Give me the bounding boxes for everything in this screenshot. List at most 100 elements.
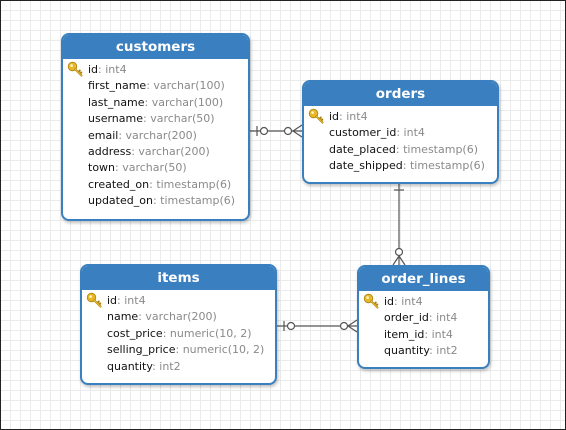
- column-separator: :: [152, 194, 161, 208]
- column-type: varchar(200): [145, 310, 217, 324]
- column-row[interactable]: cost_price: numeric(10, 2): [82, 326, 275, 342]
- column-row[interactable]: order_id: int4: [359, 310, 488, 326]
- column-type: int2: [436, 344, 458, 358]
- column-name: date_placed: [329, 142, 396, 156]
- column-type: varchar(100): [153, 79, 225, 93]
- column-type: int4: [124, 294, 146, 307]
- column-row[interactable]: address: varchar(200): [63, 144, 248, 160]
- column-name: username: [88, 112, 143, 126]
- column-type: timestamp(6): [409, 159, 485, 173]
- column-type: varchar(200): [138, 144, 210, 158]
- column-row[interactable]: updated_on: timestamp(6): [63, 193, 248, 209]
- column-separator: :: [429, 344, 437, 358]
- column-row[interactable]: selling_price: numeric(10, 2): [82, 342, 275, 358]
- column-row[interactable]: date_shipped: timestamp(6): [304, 158, 497, 174]
- column-separator: :: [162, 326, 170, 340]
- column-type: varchar(50): [122, 161, 187, 175]
- column-separator: :: [339, 110, 347, 123]
- zero-circle-mark: [394, 247, 404, 257]
- column-type: int4: [105, 63, 127, 76]
- column-type: timestamp(6): [403, 142, 479, 156]
- column-type: varchar(50): [150, 112, 215, 126]
- primary-key-icon: [308, 108, 324, 124]
- column-name: customer_id: [329, 126, 397, 140]
- column-separator: :: [395, 142, 404, 156]
- column-type: numeric(10, 2): [182, 343, 265, 357]
- column-name: first_name: [88, 79, 147, 93]
- column-type: int2: [159, 359, 181, 373]
- column-row[interactable]: id: int4: [82, 292, 275, 309]
- primary-key-icon: [67, 61, 83, 77]
- column-separator: :: [402, 159, 410, 173]
- zero-circle-mark: [286, 321, 296, 331]
- column-separator: :: [144, 95, 152, 109]
- column-type: numeric(10, 2): [169, 326, 252, 340]
- table-title: items: [82, 266, 275, 290]
- column-name: updated_on: [88, 194, 153, 208]
- column-row[interactable]: first_name: varchar(100): [63, 78, 248, 94]
- column-separator: :: [175, 343, 183, 357]
- column-row[interactable]: town: varchar(50): [63, 160, 248, 176]
- column-separator: :: [396, 126, 404, 140]
- column-row[interactable]: quantity: int2: [359, 343, 488, 359]
- column-row[interactable]: customer_id: int4: [304, 125, 497, 141]
- column-name: item_id: [384, 327, 425, 341]
- column-row[interactable]: id: int4: [304, 108, 497, 125]
- column-name: quantity: [384, 344, 430, 358]
- column-name: quantity: [107, 359, 153, 373]
- column-row[interactable]: email: varchar(200): [63, 128, 248, 144]
- relation-customers-orders[interactable]: [250, 124, 303, 138]
- column-separator: :: [118, 128, 126, 142]
- column-name: email: [88, 128, 119, 142]
- column-type: int4: [436, 311, 458, 325]
- crows-foot-mark: [392, 254, 406, 266]
- column-separator: :: [424, 327, 432, 341]
- column-type: int4: [403, 126, 425, 140]
- crows-foot-mark: [346, 319, 358, 333]
- column-type: int4: [401, 295, 423, 308]
- column-row[interactable]: quantity: int2: [82, 359, 275, 375]
- column-name: order_id: [384, 311, 429, 325]
- column-name: date_shipped: [329, 159, 403, 173]
- column-row[interactable]: name: varchar(200): [82, 309, 275, 325]
- column-name: id: [107, 294, 118, 307]
- relation-orders-order-lines[interactable]: [392, 184, 406, 266]
- column-row[interactable]: id: int4: [359, 293, 488, 310]
- zero-circle-mark: [283, 126, 293, 136]
- column-name: address: [88, 144, 132, 158]
- table-title: customers: [63, 35, 248, 59]
- column-name: id: [88, 63, 99, 76]
- column-name: town: [88, 161, 116, 175]
- column-row[interactable]: item_id: int4: [359, 327, 488, 343]
- column-name: last_name: [88, 95, 145, 109]
- column-type: int4: [431, 327, 453, 341]
- column-row[interactable]: last_name: varchar(100): [63, 95, 248, 111]
- table-title: order_lines: [359, 267, 488, 291]
- column-type: varchar(100): [151, 95, 224, 109]
- column-type: varchar(200): [125, 128, 197, 142]
- relation-items-order-lines[interactable]: [277, 319, 358, 333]
- column-separator: :: [138, 310, 146, 324]
- zero-circle-mark: [339, 321, 349, 331]
- primary-key-icon: [363, 293, 379, 309]
- column-separator: :: [117, 294, 125, 307]
- primary-key-icon: [86, 292, 102, 308]
- column-type: timestamp(6): [156, 177, 232, 191]
- column-name: id: [384, 295, 395, 308]
- column-name: id: [329, 110, 340, 123]
- column-separator: :: [98, 63, 106, 76]
- crows-foot-mark: [291, 124, 303, 138]
- column-row[interactable]: username: varchar(50): [63, 111, 248, 127]
- column-row[interactable]: id: int4: [63, 61, 248, 78]
- column-row[interactable]: created_on: timestamp(6): [63, 177, 248, 193]
- column-row[interactable]: date_placed: timestamp(6): [304, 142, 497, 158]
